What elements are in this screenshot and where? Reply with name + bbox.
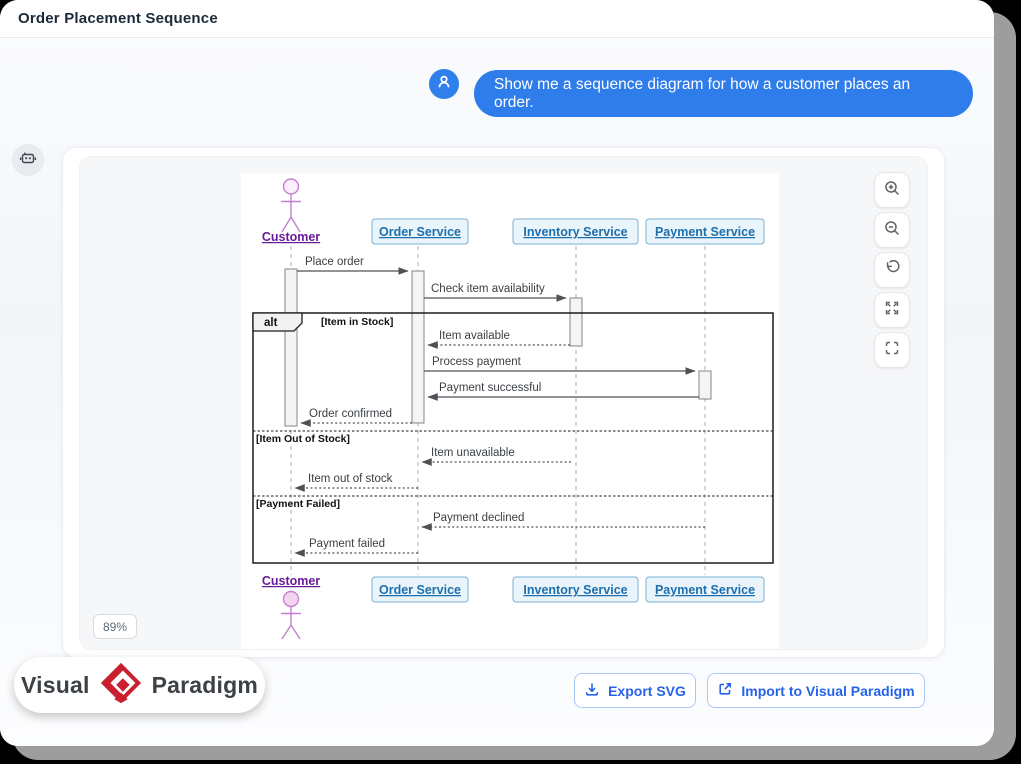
message-label: Check item availability [431,283,545,295]
export-svg-label: Export SVG [608,682,686,699]
fullscreen-icon [883,339,901,362]
chat-area: Show me a sequence diagram for how a cus… [0,38,994,746]
participant-label-payment-bottom: Payment Service [655,583,755,597]
participant-label-inventory-top: Inventory Service [523,225,627,239]
visual-paradigm-logo[interactable]: Visual Paradigm [14,657,265,713]
import-to-vp-label: Import to Visual Paradigm [741,682,915,699]
robot-icon [18,148,38,173]
user-message-text: Show me a sequence diagram for how a cus… [494,75,911,111]
export-svg-button[interactable]: Export SVG [574,673,696,708]
fragment-guard-1: [Item in Stock] [321,316,393,328]
person-icon [435,73,453,96]
zoom-level-badge: 89% [93,614,137,639]
zoom-out-icon [883,219,901,242]
zoom-level-value: 89% [102,619,128,634]
message-label: Payment successful [439,382,541,394]
zoom-in-icon [883,179,901,202]
participant-label-inventory-bottom: Inventory Service [523,583,627,597]
messages [294,267,705,557]
reset-view-button[interactable] [874,252,910,288]
canvas-controls [874,172,910,368]
message-label: Item unavailable [431,447,515,459]
diagram-canvas[interactable]: Customer Order Service Inventory Service… [241,173,779,649]
participant-label-customer-bottom: Customer [262,574,320,588]
logo-word-visual: Visual [21,671,90,698]
participant-label-order-bottom: Order Service [379,583,461,597]
app-window: Order Placement Sequence Show me a seque… [0,0,994,746]
logo-word-paradigm: Paradigm [151,671,258,698]
expand-button[interactable] [874,292,910,328]
participant-boxes-bottom: Order Service Inventory Service Payment … [371,576,765,603]
message-label: Order confirmed [309,408,392,420]
activation-bars [284,268,712,427]
message-label: Payment declined [433,512,524,524]
page-title: Order Placement Sequence [18,10,218,27]
message-label: Place order [305,256,364,268]
message-label: Payment failed [309,538,385,550]
external-link-icon [717,681,733,700]
fragment-guard-3: [Payment Failed] [256,498,340,510]
sequence-diagram: Customer Order Service Inventory Service… [241,173,779,649]
reset-view-icon [883,259,901,282]
alt-fragment: alt [Item in Stock] [Item Out of Stock] … [252,312,774,564]
zoom-out-button[interactable] [874,212,910,248]
fragment-operator: alt [264,317,278,329]
title-bar: Order Placement Sequence [0,0,994,38]
message-label: Item out of stock [308,473,393,485]
user-avatar [429,69,459,99]
fullscreen-button[interactable] [874,332,910,368]
actor-customer-top [281,178,301,233]
message-labels: Place order Check item availability Item… [305,256,545,550]
import-to-vp-button[interactable]: Import to Visual Paradigm [707,673,925,708]
zoom-in-button[interactable] [874,172,910,208]
participant-label-payment-top: Payment Service [655,225,755,239]
vp-diamond-icon [98,660,144,711]
participant-label-customer-top: Customer [262,230,320,244]
lifelines [290,246,706,575]
fragment-guard-2: [Item Out of Stock] [256,433,350,445]
message-label: Item available [439,330,510,342]
participant-label-order-top: Order Service [379,225,461,239]
download-icon [584,681,600,700]
diagram-card: Customer Order Service Inventory Service… [62,147,945,658]
user-message-bubble: Show me a sequence diagram for how a cus… [474,70,973,117]
message-label: Process payment [432,356,522,368]
actor-customer-bottom [281,590,301,640]
participant-boxes-top: Order Service Inventory Service Payment … [371,218,765,245]
expand-icon [883,299,901,322]
bot-avatar [12,144,44,176]
